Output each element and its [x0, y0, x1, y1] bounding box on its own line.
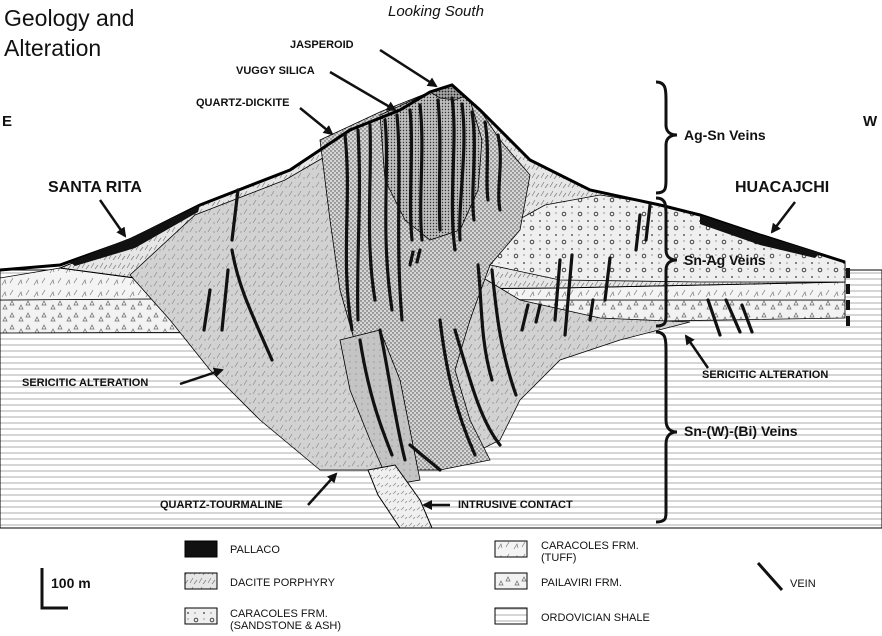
vein-zone-sn-w-bi: Sn-(W)-(Bi) Veins [684, 423, 798, 439]
legend-label-pallaco: PALLACO [230, 544, 280, 556]
label-sericitic-left: SERICITIC ALTERATION [22, 377, 149, 389]
compass-east: E [2, 113, 13, 130]
label-jasperoid: JASPEROID [290, 39, 354, 51]
pallaco-huacajchi [700, 215, 820, 258]
vein-zone-sn-ag: Sn-Ag Veins [684, 252, 766, 268]
legend-swatch-pailaviri [494, 572, 528, 590]
vein-zone-braces [655, 80, 678, 524]
label-sericitic-right: SERICITIC ALTERATION [702, 369, 829, 381]
label-quartz-dickite: QUARTZ-DICKITE [196, 97, 290, 109]
place-huacajchi: HUACAJCHI [735, 179, 830, 196]
legend-swatch-tuff [494, 540, 528, 558]
legend-swatch-dacite [184, 572, 218, 590]
legend-label-caracoles-ss: CARACOLES FRM. (SANDSTONE & ASH) [230, 608, 342, 632]
label-vuggy-silica: VUGGY SILICA [236, 65, 315, 77]
legend-swatch-ordovician [494, 607, 528, 625]
intrusive-contact-body [367, 464, 433, 529]
view-direction: Looking South [388, 3, 484, 20]
label-intrusive-contact: INTRUSIVE CONTACT [458, 499, 573, 511]
compass-west: W [863, 113, 878, 130]
legend-label-vein: VEIN [790, 578, 816, 590]
scale-bar [40, 568, 68, 610]
scale-bar-label: 100 m [51, 575, 91, 591]
pallaco-santa-rita [70, 205, 200, 266]
legend-label-ordovician: ORDOVICIAN SHALE [541, 612, 650, 624]
diagram-title: Geology and Alteration [4, 5, 135, 61]
legend-swatch-vein [756, 562, 784, 591]
vein-zone-ag-sn: Ag-Sn Veins [684, 127, 766, 143]
legend-label-pailaviri: PAILAVIRI FRM. [541, 577, 622, 589]
leader-arrows [98, 48, 796, 510]
legend-label-dacite: DACITE PORPHYRY [230, 577, 335, 589]
legend-swatch-pallaco [184, 540, 218, 558]
place-santa-rita: SANTA RITA [48, 179, 142, 196]
legend-swatches [184, 540, 528, 625]
quartz-tourmaline-zone [339, 329, 421, 486]
legend-swatch-caracoles-ss [184, 607, 218, 625]
vein-set [202, 96, 754, 472]
legend-label-tuff: CARACOLES FRM. (TUFF) [541, 540, 639, 564]
label-quartz-tourmaline: QUARTZ-TOURMALINE [160, 499, 283, 511]
